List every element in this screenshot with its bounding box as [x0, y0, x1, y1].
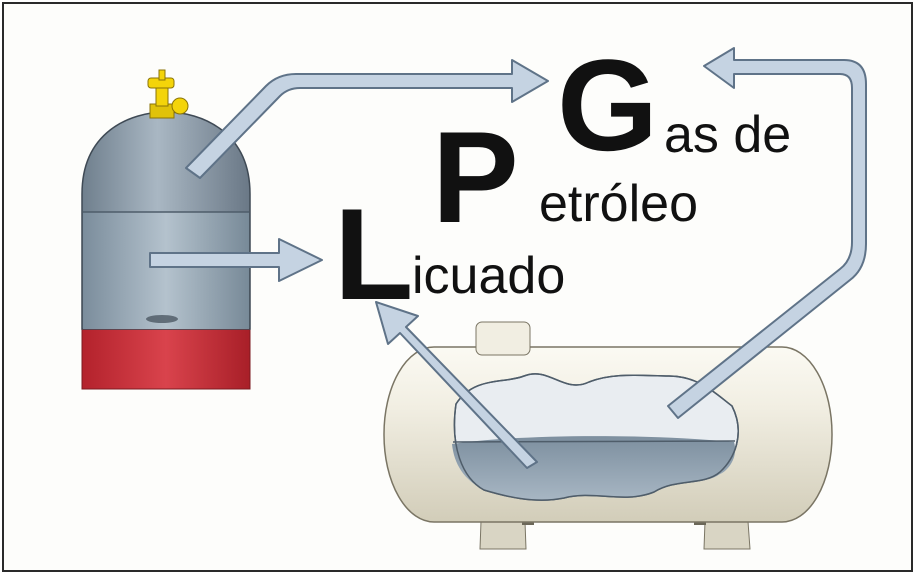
word-gas-de: as de	[664, 106, 791, 164]
lpg-diagram: G as de P etróleo L icuado	[81, 32, 867, 550]
lpg-title: G as de P etróleo L icuado	[334, 32, 791, 327]
arrow-tank-liquid	[375, 301, 538, 469]
flow-arrow-icon	[149, 47, 867, 469]
word-licuado: icuado	[412, 247, 565, 305]
arrow-cylinder-liquid	[149, 238, 323, 282]
valve-icon	[147, 69, 189, 119]
storage-tank-icon	[383, 321, 833, 550]
diagram-frame: G as de P etróleo L icuado	[2, 2, 913, 572]
letter-l: L	[334, 181, 413, 327]
letter-p: P	[432, 104, 519, 250]
letter-g: G	[557, 32, 658, 178]
gas-cylinder-icon	[81, 69, 251, 390]
arrow-cylinder-gas	[185, 59, 549, 179]
arrow-tank-gas	[667, 47, 867, 419]
word-petroleo: etróleo	[539, 175, 698, 233]
